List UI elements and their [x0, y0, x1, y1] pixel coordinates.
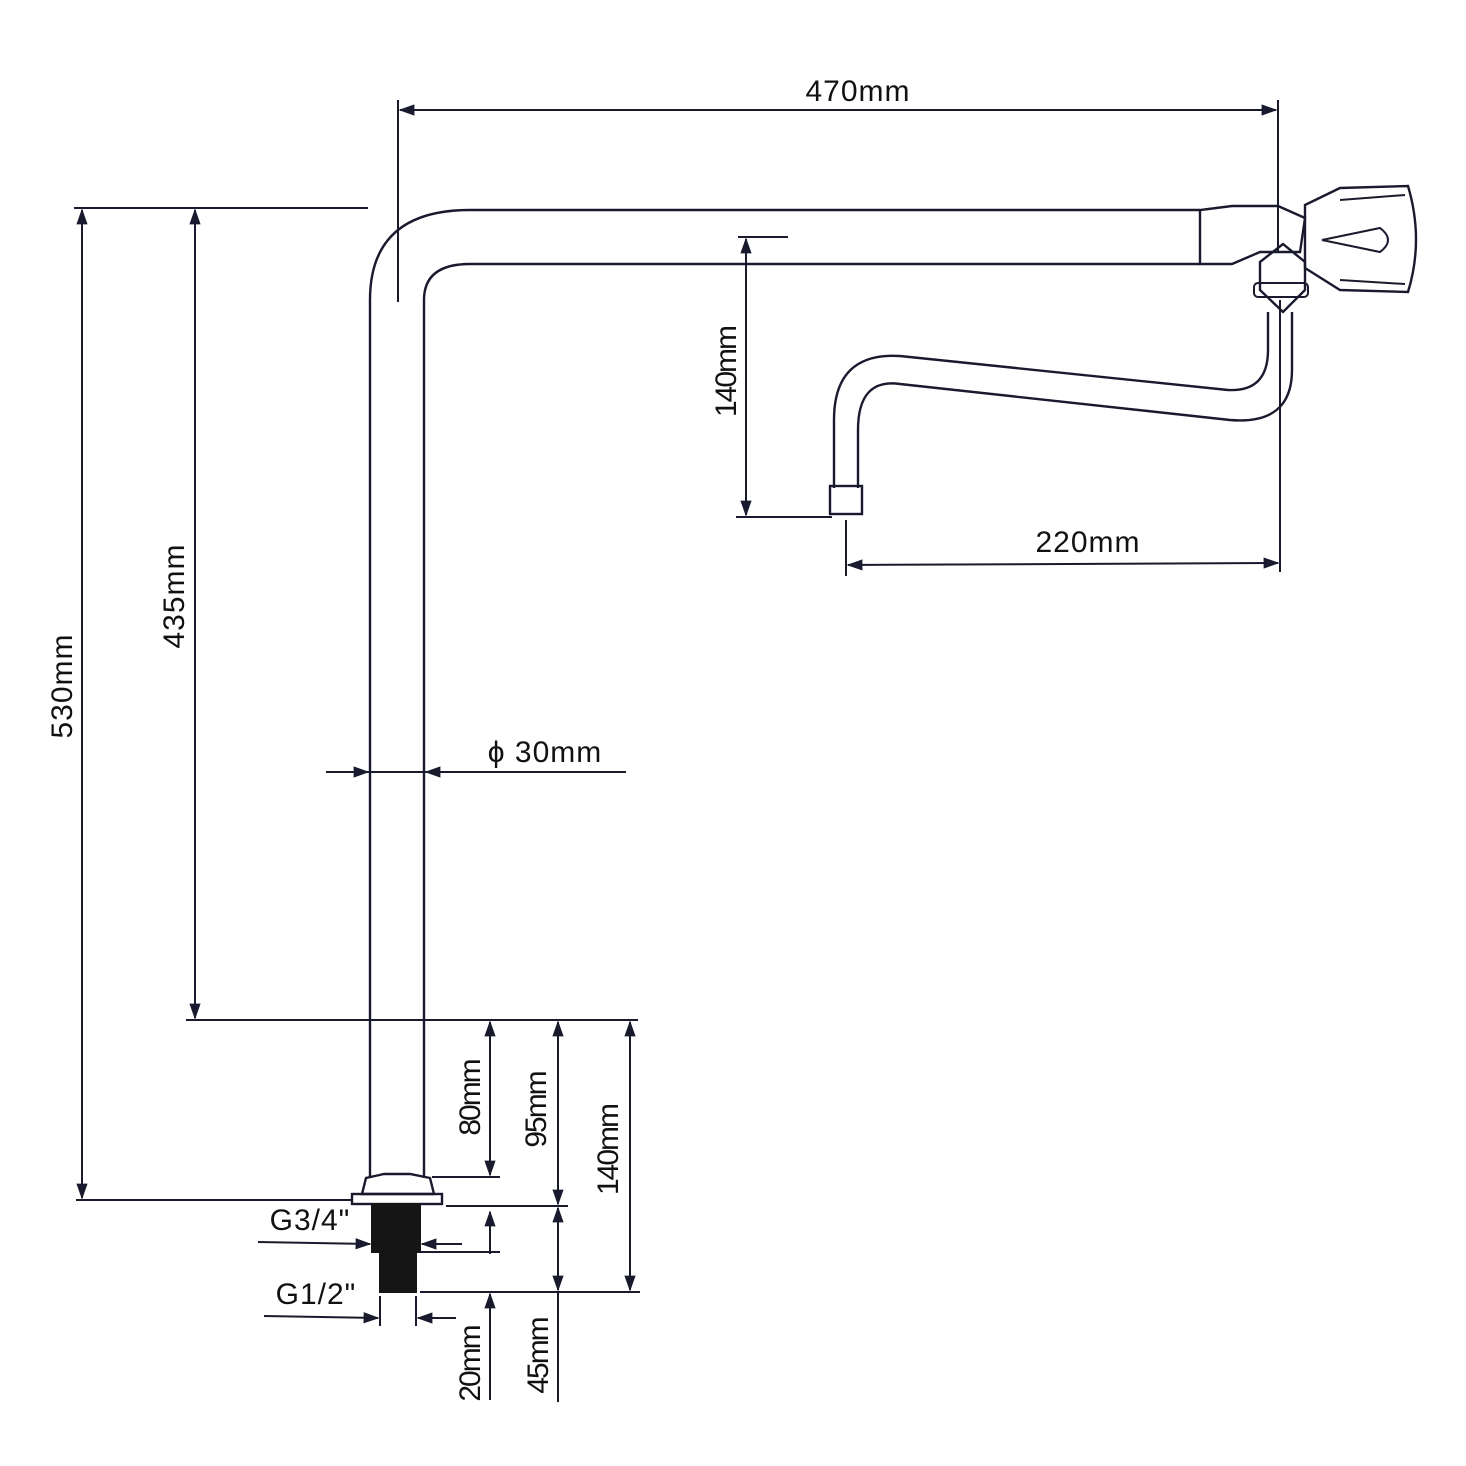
label-20mm: 20mm	[454, 1325, 487, 1401]
label-140mm-base: 140mm	[592, 1104, 625, 1195]
spout-upper-line	[832, 312, 1270, 488]
handle-groove	[1321, 226, 1389, 254]
label-470mm: 470mm	[805, 75, 910, 108]
faucet-body	[350, 184, 1418, 1293]
column-outer-line	[368, 208, 1200, 1178]
label-95mm: 95mm	[520, 1071, 553, 1147]
label-80mm: 80mm	[454, 1059, 487, 1135]
base-nut	[360, 1172, 436, 1196]
dimension-lines	[74, 100, 1281, 1402]
valve-body	[1198, 204, 1307, 266]
label-220mm: 220mm	[1035, 526, 1140, 559]
label-45mm: 45mm	[522, 1317, 555, 1393]
label-g12-thread: G1/2"	[276, 1278, 357, 1311]
upper-thread-g34	[371, 1203, 421, 1293]
spout-aerator	[828, 484, 864, 516]
column-inner-line	[422, 262, 1200, 1178]
swivel-ring	[1253, 282, 1309, 298]
dimension-labels: 470mm 220mm 140mm 530mm 435mm ϕ 30mm 80m…	[46, 75, 1140, 1402]
label-140mm-outlet: 140mm	[710, 326, 743, 417]
base-washer	[350, 1192, 444, 1206]
label-435mm: 435mm	[158, 543, 191, 648]
label-g34-thread: G3/4"	[270, 1204, 351, 1237]
g34-leader-left	[257, 1238, 372, 1250]
swivel-nut	[1258, 242, 1307, 314]
label-diameter-30mm: ϕ 30mm	[488, 736, 603, 769]
label-530mm: 530mm	[46, 633, 79, 738]
spout-lower-line	[856, 312, 1294, 488]
handle-edge-top	[1339, 194, 1406, 201]
dim-220-line	[846, 557, 1280, 571]
valve-handle	[1303, 184, 1418, 294]
handle-edge-bottom	[1339, 279, 1406, 285]
g12-leader-left	[263, 1312, 380, 1324]
